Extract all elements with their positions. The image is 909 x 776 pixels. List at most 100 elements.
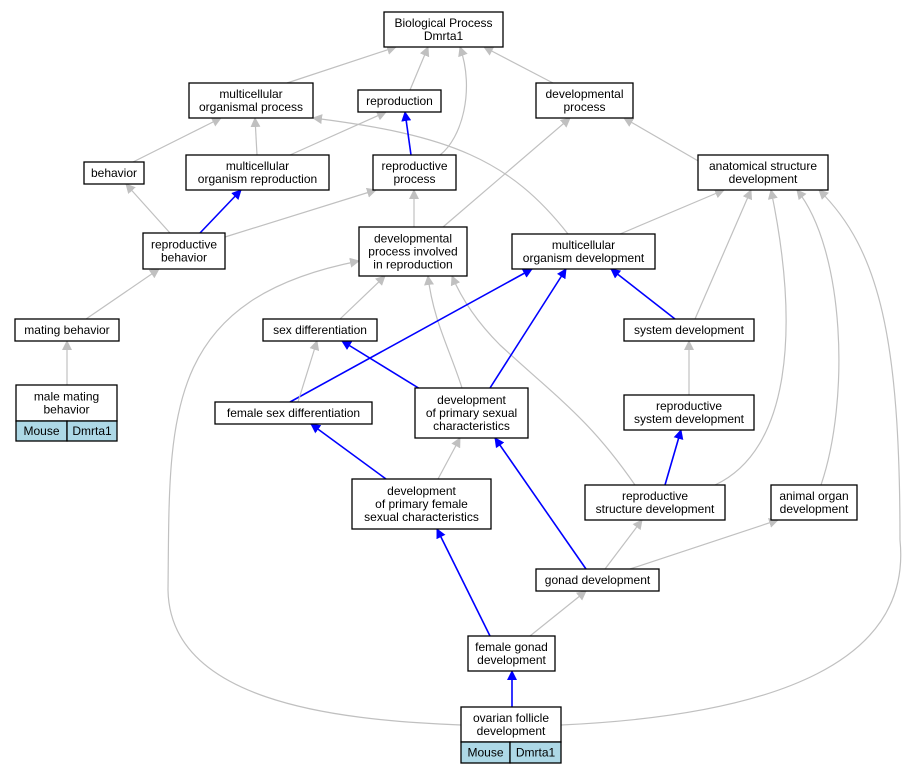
- node-box: [214, 401, 373, 425]
- node-box: [83, 161, 145, 185]
- node-box: [351, 478, 492, 530]
- node-box: [372, 154, 457, 191]
- edge-development-of-primary-sexual-characteristics-to-developmental-process-involved-in-reproduction: [424, 275, 463, 389]
- edge-behavior-to-multicellular-organismal-process: [132, 117, 222, 163]
- node-box: [535, 568, 660, 592]
- edge-reproductive-behavior-to-reproductive-process: [224, 187, 377, 238]
- node-box: [185, 154, 330, 191]
- node-label-line: female sex differentiation: [227, 406, 360, 420]
- node-label-line: organism development: [523, 251, 645, 265]
- node-female-sex-differentiation[interactable]: female sex differentiation: [214, 401, 373, 425]
- node-box: [467, 635, 556, 672]
- node-box: [358, 226, 468, 277]
- edge-system-development-to-multicellular-organism-development: [610, 268, 676, 320]
- node-label-line: multicellular: [226, 159, 289, 173]
- node-mating-behavior[interactable]: mating behavior: [14, 318, 120, 342]
- edge-reproductive-structure-development-to-reproductive-system-development: [664, 429, 684, 486]
- edge-multicellular-organism-reproduction-to-reproduction: [289, 111, 387, 156]
- edge-sex-differentiation-to-developmental-process-involved-in-reproduction: [339, 275, 386, 320]
- edge-anatomical-structure-development-to-developmental-process: [623, 117, 701, 163]
- annotation-cell-box: [66, 420, 118, 442]
- node-label-line: male mating: [34, 390, 99, 404]
- edge-reproductive-behavior-to-multicellular-organism-reproduction: [199, 189, 242, 234]
- node-gonad-development[interactable]: gonad development: [535, 568, 660, 592]
- node-box: [623, 394, 755, 431]
- node-box: [584, 484, 726, 521]
- node-label-line: process: [563, 100, 605, 114]
- node-box: [383, 11, 504, 48]
- node-label-line: developmental: [374, 232, 452, 246]
- node-label-line: developmental: [545, 87, 623, 101]
- node-label-line: ovarian follicle: [473, 711, 549, 725]
- node-label-line: sex differentiation: [273, 323, 367, 337]
- edge-multicellular-organism-development-to-multicellular-organismal-process: [312, 114, 569, 235]
- node-box: [357, 89, 442, 113]
- annotation-organism-cell[interactable]: Mouse: [460, 741, 511, 764]
- edge-multicellular-organism-reproduction-to-multicellular-organismal-process: [250, 117, 261, 156]
- node-label-line: development: [780, 502, 849, 516]
- node-reproduction[interactable]: reproduction: [357, 89, 442, 113]
- edge-gonad-development-to-development-of-primary-sexual-characteristics: [494, 437, 587, 570]
- node-box: [623, 318, 755, 342]
- annotation-organism-cell[interactable]: Mouse: [15, 420, 68, 442]
- edge-reproductive-structure-development-to-anatomical-structure-development: [714, 189, 787, 486]
- node-label-line: sexual characteristics: [364, 510, 479, 524]
- edge-reproductive-process-to-reproduction: [401, 111, 412, 156]
- annotation-cell-label: Mouse: [467, 746, 503, 760]
- edge-developmental-process-involved-in-reproduction-to-developmental-process: [442, 117, 571, 228]
- node-system-development[interactable]: system development: [623, 318, 755, 342]
- node-label-line: of primary female: [375, 497, 468, 511]
- node-label-line: process involved: [368, 245, 457, 259]
- edge-reproductive-process-to-biological-process: [439, 46, 468, 156]
- node-label-line: system development: [634, 412, 745, 426]
- node-box: [262, 318, 378, 342]
- edge-development-of-primary-sexual-characteristics-to-multicellular-organism-development: [489, 268, 567, 389]
- edge-development-of-primary-sexual-characteristics-to-sex-differentiation: [341, 340, 426, 393]
- node-box: [15, 384, 118, 422]
- node-label-line: reproductive: [381, 159, 447, 173]
- node-label-line: behavior: [91, 166, 137, 180]
- edge-female-gonad-development-to-gonad-development: [529, 590, 587, 637]
- annotation-cell-label: Dmrta1: [72, 424, 112, 438]
- edge-reproductive-structure-development-to-developmental-process-involved-in-reproduction: [450, 275, 636, 486]
- edge-development-of-primary-female-sexual-characteristics-to-development-of-primary-sexual-characteristics: [437, 437, 461, 480]
- node-label-line: Biological Process: [394, 16, 492, 30]
- annotation-gene-cell[interactable]: Dmrta1: [66, 420, 118, 442]
- node-label-line: of primary sexual: [426, 406, 517, 420]
- annotation-cell-label: Mouse: [23, 424, 59, 438]
- node-box: [142, 232, 226, 270]
- node-label-line: animal organ: [779, 489, 848, 503]
- node-sex-differentiation[interactable]: sex differentiation: [262, 318, 378, 342]
- edge-animal-organ-development-to-anatomical-structure-development: [796, 189, 840, 486]
- edge-female-sex-differentiation-to-multicellular-organism-development: [289, 268, 533, 403]
- node-label-line: development: [387, 484, 456, 498]
- node-box: [535, 82, 634, 119]
- edge-mating-behavior-to-reproductive-behavior: [85, 268, 160, 320]
- edge-gonad-development-to-reproductive-structure-development: [604, 519, 643, 570]
- node-behavior[interactable]: behavior: [83, 161, 145, 185]
- node-box: [460, 706, 562, 743]
- node-label-line: characteristics: [433, 419, 510, 433]
- node-label-line: anatomical structure: [709, 159, 817, 173]
- node-label-line: Dmrta1: [424, 29, 464, 43]
- edge-ovarian-follicle-development-to-anatomical-structure-development: [560, 189, 902, 726]
- annotation-gene-cell[interactable]: Dmrta1: [509, 741, 562, 764]
